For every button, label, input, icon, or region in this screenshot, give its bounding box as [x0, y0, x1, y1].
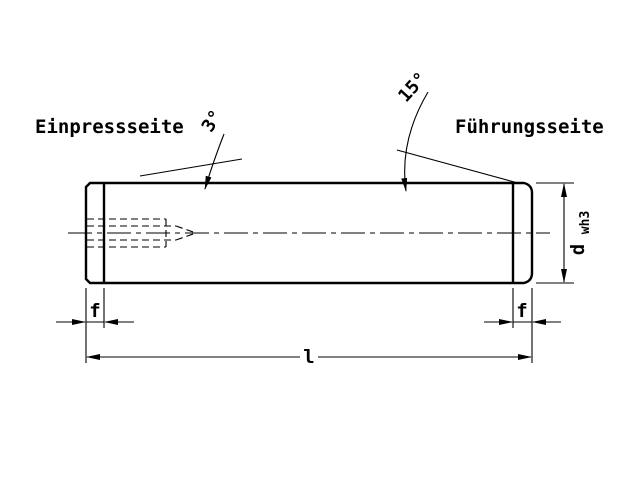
f-right-label: f	[516, 300, 527, 322]
dimension-f-left: f	[56, 288, 134, 363]
length-label: l	[303, 346, 314, 368]
angle-annotations	[139, 91, 519, 192]
press-in-side-label: Einpressseite	[35, 116, 184, 138]
chamfer-leader-arc	[401, 91, 429, 192]
diameter-subscript: wh3	[578, 211, 593, 234]
drill-point-lower-line	[175, 232, 197, 241]
dimension-f-right: f	[484, 288, 561, 363]
taper-leader-arc	[204, 133, 225, 190]
diameter-label: d wh3	[567, 211, 593, 256]
f-left-label: f	[89, 300, 100, 322]
drill-point-upper-line	[175, 225, 197, 234]
guide-side-label: Führungsseite	[455, 116, 604, 138]
chamfer-angle-label: 15°	[394, 68, 431, 106]
taper-angle-line	[139, 158, 243, 177]
dimension-diameter: d wh3	[536, 182, 593, 284]
hidden-bore-lines	[87, 218, 197, 248]
taper-angle-label: 3°	[198, 106, 227, 136]
diameter-symbol: d	[567, 244, 589, 255]
dimension-length: l	[86, 346, 532, 368]
chamfer-angle-line	[396, 149, 519, 184]
